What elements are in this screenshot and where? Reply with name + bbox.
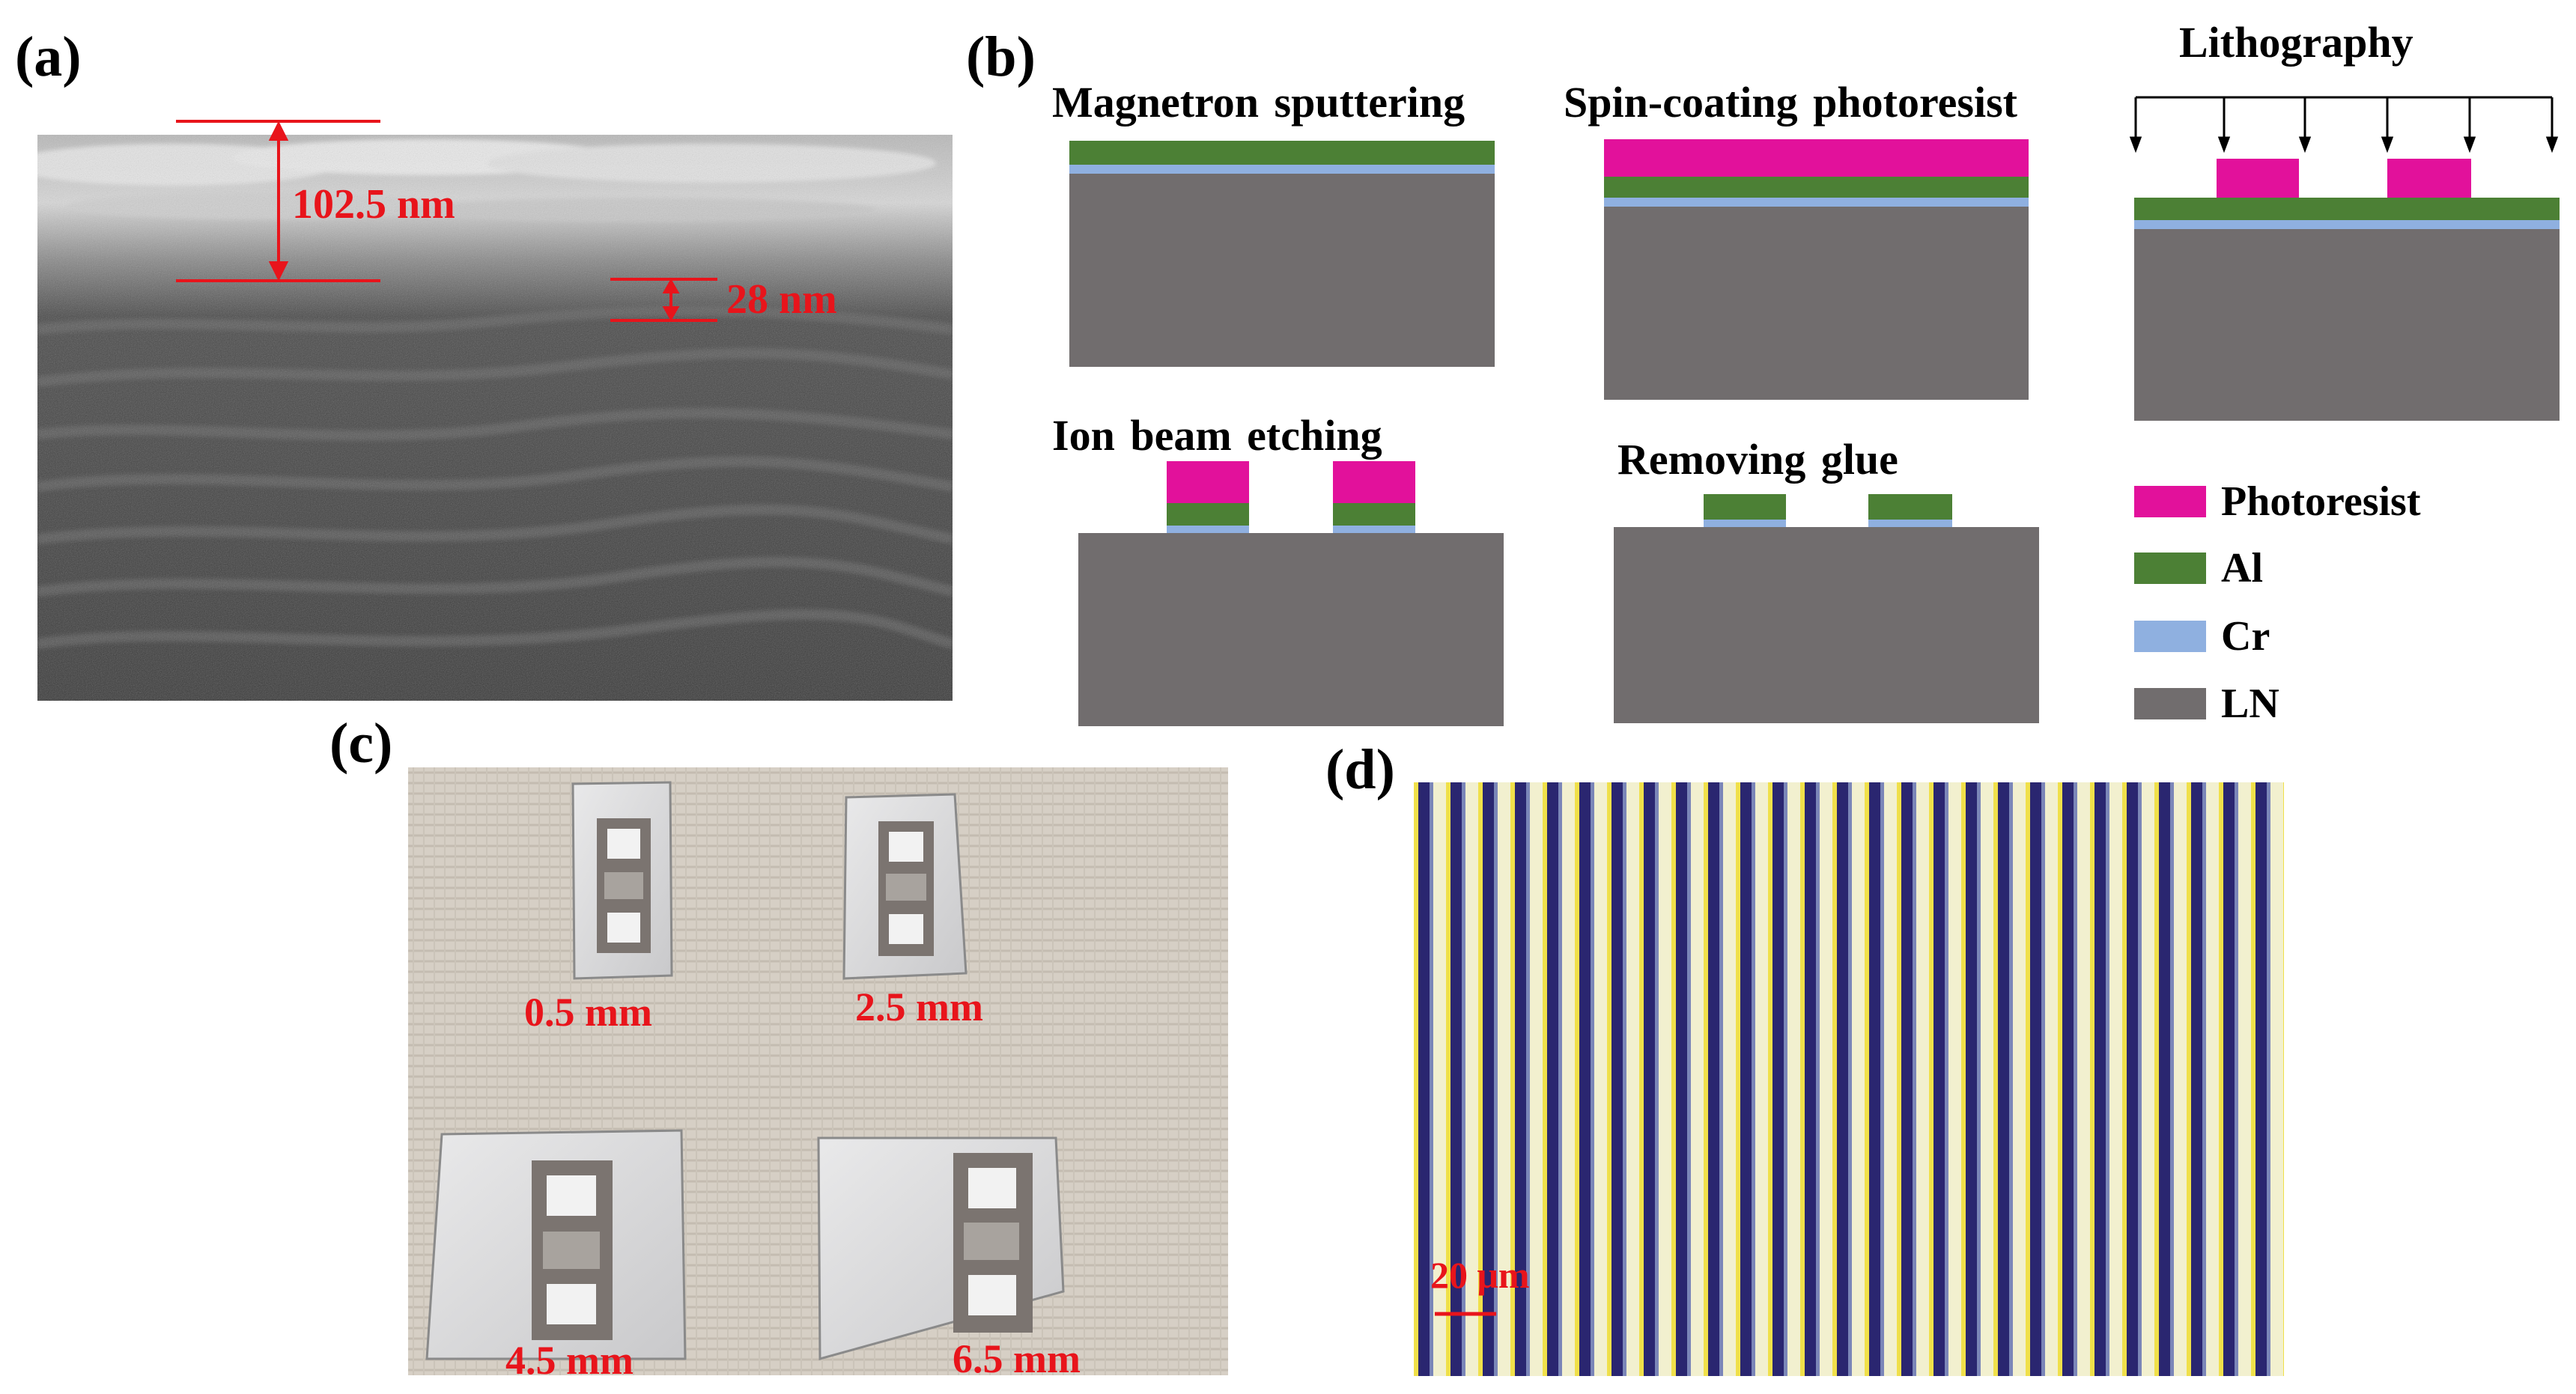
- legend-swatch: [2134, 621, 2206, 652]
- electrode-micrograph: [1414, 782, 2284, 1376]
- legend-label: Photoresist: [2221, 478, 2421, 525]
- legend-label: LN: [2221, 681, 2279, 727]
- legend-label: Cr: [2221, 613, 2270, 660]
- layer-photoresist: [1604, 139, 2029, 177]
- diagram-ion-beam-etching: [1078, 461, 1504, 726]
- layer-cr: [1604, 198, 2029, 207]
- step-title-removing-glue: Removing glue: [1617, 435, 1898, 484]
- legend-swatch: [2134, 553, 2206, 584]
- panel-b-label: (b): [966, 25, 1036, 88]
- measure-annotations: [176, 120, 717, 322]
- legend-swatch: [2134, 486, 2206, 517]
- layer-ln: [1069, 174, 1495, 367]
- diagram-removing-glue: [1614, 494, 2039, 723]
- layer-al: [2134, 198, 2560, 220]
- panel-a-label: (a): [15, 25, 82, 88]
- chip-6-5mm: [817, 1136, 1065, 1360]
- panel-d-label: (d): [1325, 738, 1395, 801]
- step-title-spin-coating: Spin-coating photoresist: [1564, 78, 2017, 127]
- legend-swatch: [2134, 688, 2206, 719]
- panel-c-label: (c): [329, 712, 393, 775]
- chip-2-5mm: [842, 793, 967, 980]
- photoresist-block: [2217, 159, 2299, 198]
- layer-ln: [1604, 207, 2029, 400]
- legend-item-al: Al: [2134, 545, 2263, 591]
- sample-label-6-5mm: 6.5 mm: [953, 1336, 1081, 1381]
- step-title-lithography: Lithography: [2179, 18, 2414, 67]
- layer-cr: [1069, 165, 1495, 174]
- layer-ln: [1078, 533, 1504, 726]
- diagram-lithography: [2129, 96, 2560, 421]
- diagram-spin-coating: [1604, 139, 2029, 400]
- layer-al: [1069, 141, 1495, 165]
- sample-label-0-5mm: 0.5 mm: [524, 990, 652, 1035]
- step-title-sputtering: Magnetron sputtering: [1052, 78, 1465, 127]
- chip-0-5mm: [571, 781, 673, 980]
- legend-item-cr: Cr: [2134, 613, 2270, 660]
- sem-image: [37, 135, 953, 701]
- photoresist-block: [2387, 159, 2471, 198]
- chip-4-5mm: [425, 1129, 687, 1360]
- legend-item-ln: LN: [2134, 681, 2279, 727]
- sample-photo: [408, 767, 1228, 1375]
- sample-label-4-5mm: 4.5 mm: [505, 1338, 634, 1383]
- legend-item-photoresist: Photoresist: [2134, 478, 2421, 525]
- thickness-label-cr: 28 nm: [726, 276, 837, 323]
- layer-cr: [2134, 220, 2560, 229]
- diagram-sputtering: [1069, 141, 1495, 367]
- layer-ln: [1614, 527, 2039, 723]
- step-title-ion-beam: Ion beam etching: [1052, 411, 1382, 460]
- layer-al: [1604, 177, 2029, 198]
- legend-label: Al: [2221, 545, 2263, 591]
- layer-ln: [2134, 229, 2560, 421]
- sample-label-2-5mm: 2.5 mm: [855, 984, 983, 1029]
- scale-bar-label: 20 μm: [1430, 1254, 1530, 1296]
- thickness-label-total: 102.5 nm: [292, 181, 455, 228]
